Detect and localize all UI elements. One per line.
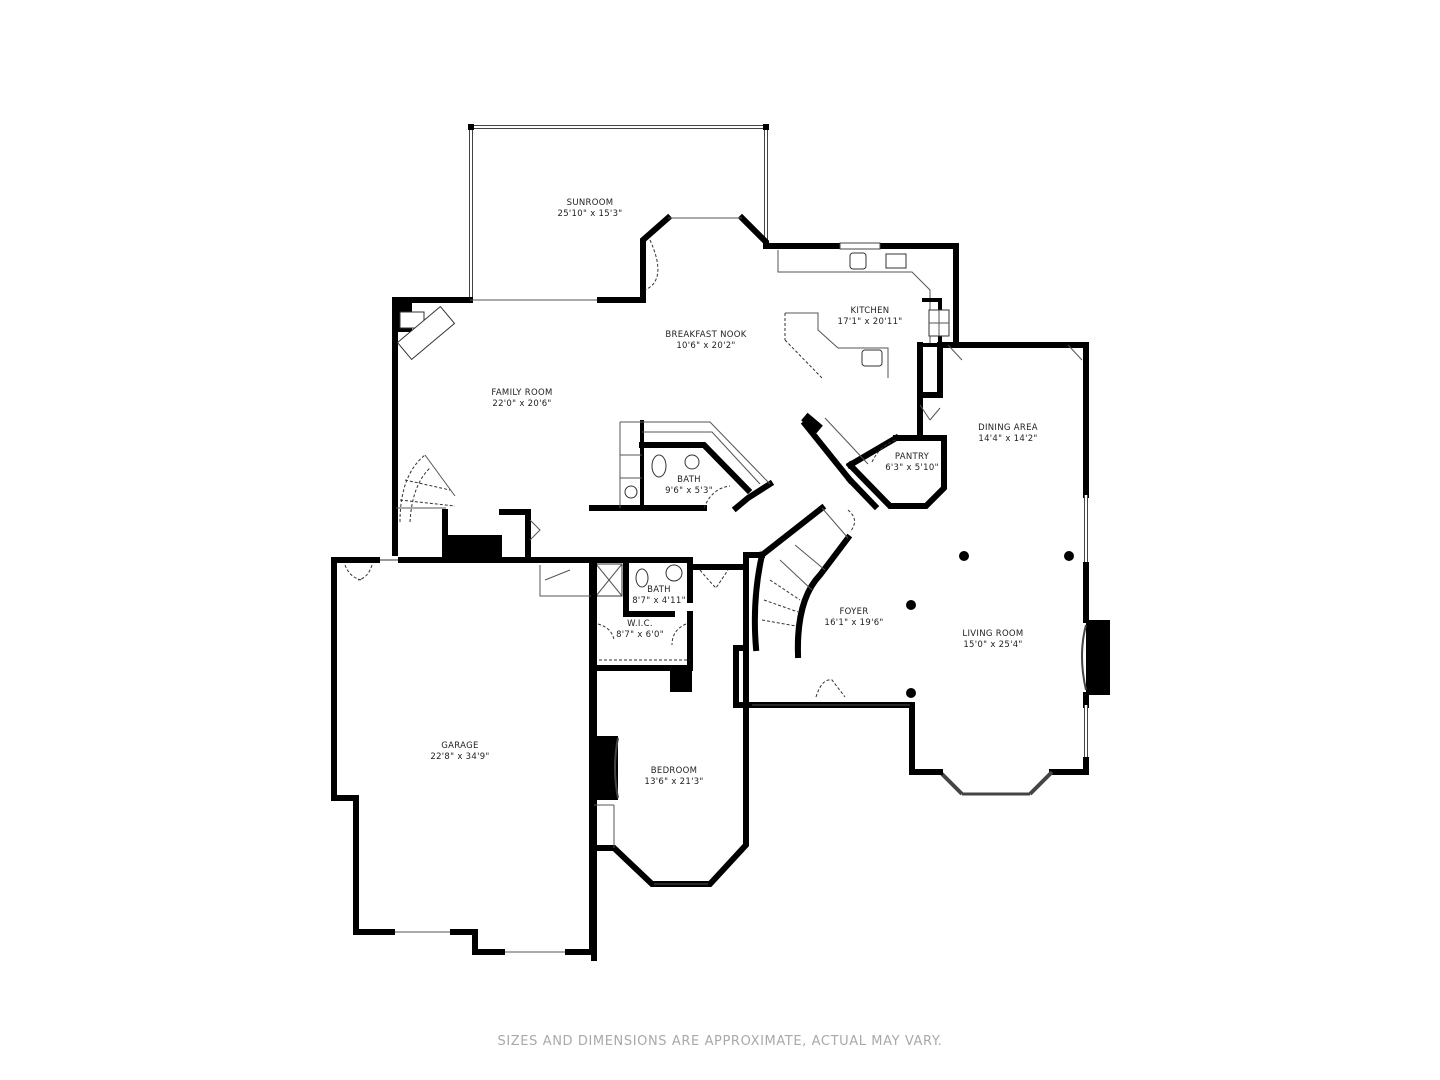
room-dimensions: 22'0" x 20'6" — [492, 399, 552, 409]
room-name: BATH — [677, 475, 701, 485]
dishwasher-icon — [885, 253, 907, 269]
main-walls — [392, 242, 1110, 796]
room-dimensions: 10'6" x 20'2" — [676, 341, 736, 351]
room-dimensions: 25'10" x 15'3" — [557, 209, 623, 219]
room-dimensions: 14'4" x 14'2" — [978, 434, 1038, 444]
room-dimensions: 13'6" x 21'3" — [644, 777, 704, 787]
bath-2-walls — [583, 557, 693, 961]
room-label-bath-1: BATH 9'6" x 5'3" — [665, 475, 713, 497]
room-dimensions: 17'1" x 20'11" — [837, 317, 903, 327]
room-label-pantry: PANTRY 6'3" x 5'10" — [885, 452, 939, 474]
room-name: GARAGE — [441, 741, 479, 751]
room-label-wic: W.I.C. 8'7" x 6'0" — [616, 619, 664, 641]
room-label-breakfast-nook: BREAKFAST NOOK 10'6" x 20'2" — [665, 330, 746, 352]
pantry-walls — [800, 404, 947, 511]
toilet-icon-2 — [635, 568, 649, 588]
room-name: KITCHEN — [850, 306, 890, 316]
room-dimensions: 9'6" x 5'3" — [665, 486, 713, 496]
bath-2-sink-icon — [665, 564, 683, 582]
room-dimensions: 8'7" x 6'0" — [616, 630, 664, 640]
room-label-kitchen: KITCHEN 17'1" x 20'11" — [838, 306, 903, 328]
kitchen-fixtures — [777, 250, 950, 441]
room-name: BATH — [647, 585, 671, 595]
room-dimensions: 22'8" x 34'9" — [430, 752, 490, 762]
kitchen-sink-icon — [849, 252, 867, 270]
room-dimensions: 8'7" x 4'11" — [632, 596, 686, 606]
room-name: FOYER — [839, 607, 869, 617]
bath-sink-icon — [684, 454, 700, 470]
room-label-garage: GARAGE 22'8" x 34'9" — [430, 741, 489, 763]
foyer-walls — [733, 503, 1074, 708]
room-label-bedroom: BEDROOM 13'6" x 21'3" — [644, 766, 703, 788]
room-label-foyer: FOYER 16'1" x 19'6" — [824, 607, 883, 629]
room-name: BEDROOM — [650, 766, 698, 776]
room-name: PANTRY — [894, 452, 930, 462]
room-name: SUNROOM — [566, 198, 614, 208]
room-name: W.I.C. — [627, 619, 653, 629]
room-label-dining-area: DINING AREA 14'4" x 14'2" — [978, 423, 1038, 445]
sunroom-walls — [468, 124, 769, 303]
column-icon — [959, 551, 969, 561]
bath-1-walls — [589, 420, 775, 513]
room-dimensions: 6'3" x 5'10" — [885, 463, 939, 473]
utility-sink-icon — [624, 485, 638, 499]
family-room-fixtures — [392, 305, 541, 563]
room-name: LIVING ROOM — [962, 629, 1024, 639]
room-label-sunroom: SUNROOM 25'10" x 15'3" — [558, 198, 623, 220]
room-dimensions: 16'1" x 19'6" — [824, 618, 884, 628]
room-label-living-room: LIVING ROOM 15'0" x 25'4" — [962, 629, 1023, 651]
tv-console-icon — [396, 305, 456, 361]
column-icon — [906, 688, 916, 698]
garage-walls — [331, 556, 595, 956]
column-icon — [906, 600, 916, 610]
room-label-family-room: FAMILY ROOM 22'0" x 20'6" — [491, 388, 552, 410]
room-name: BREAKFAST NOOK — [665, 330, 747, 340]
room-label-bath-2: BATH 8'7" x 4'11" — [632, 585, 686, 607]
room-name: FAMILY ROOM — [491, 388, 553, 398]
disclaimer-text: SIZES AND DIMENSIONS ARE APPROXIMATE, AC… — [497, 1034, 943, 1049]
island-sink-icon — [861, 349, 883, 367]
column-icon — [1064, 551, 1074, 561]
room-name: DINING AREA — [978, 423, 1038, 433]
toilet-icon — [651, 454, 667, 478]
room-dimensions: 15'0" x 25'4" — [963, 640, 1023, 650]
